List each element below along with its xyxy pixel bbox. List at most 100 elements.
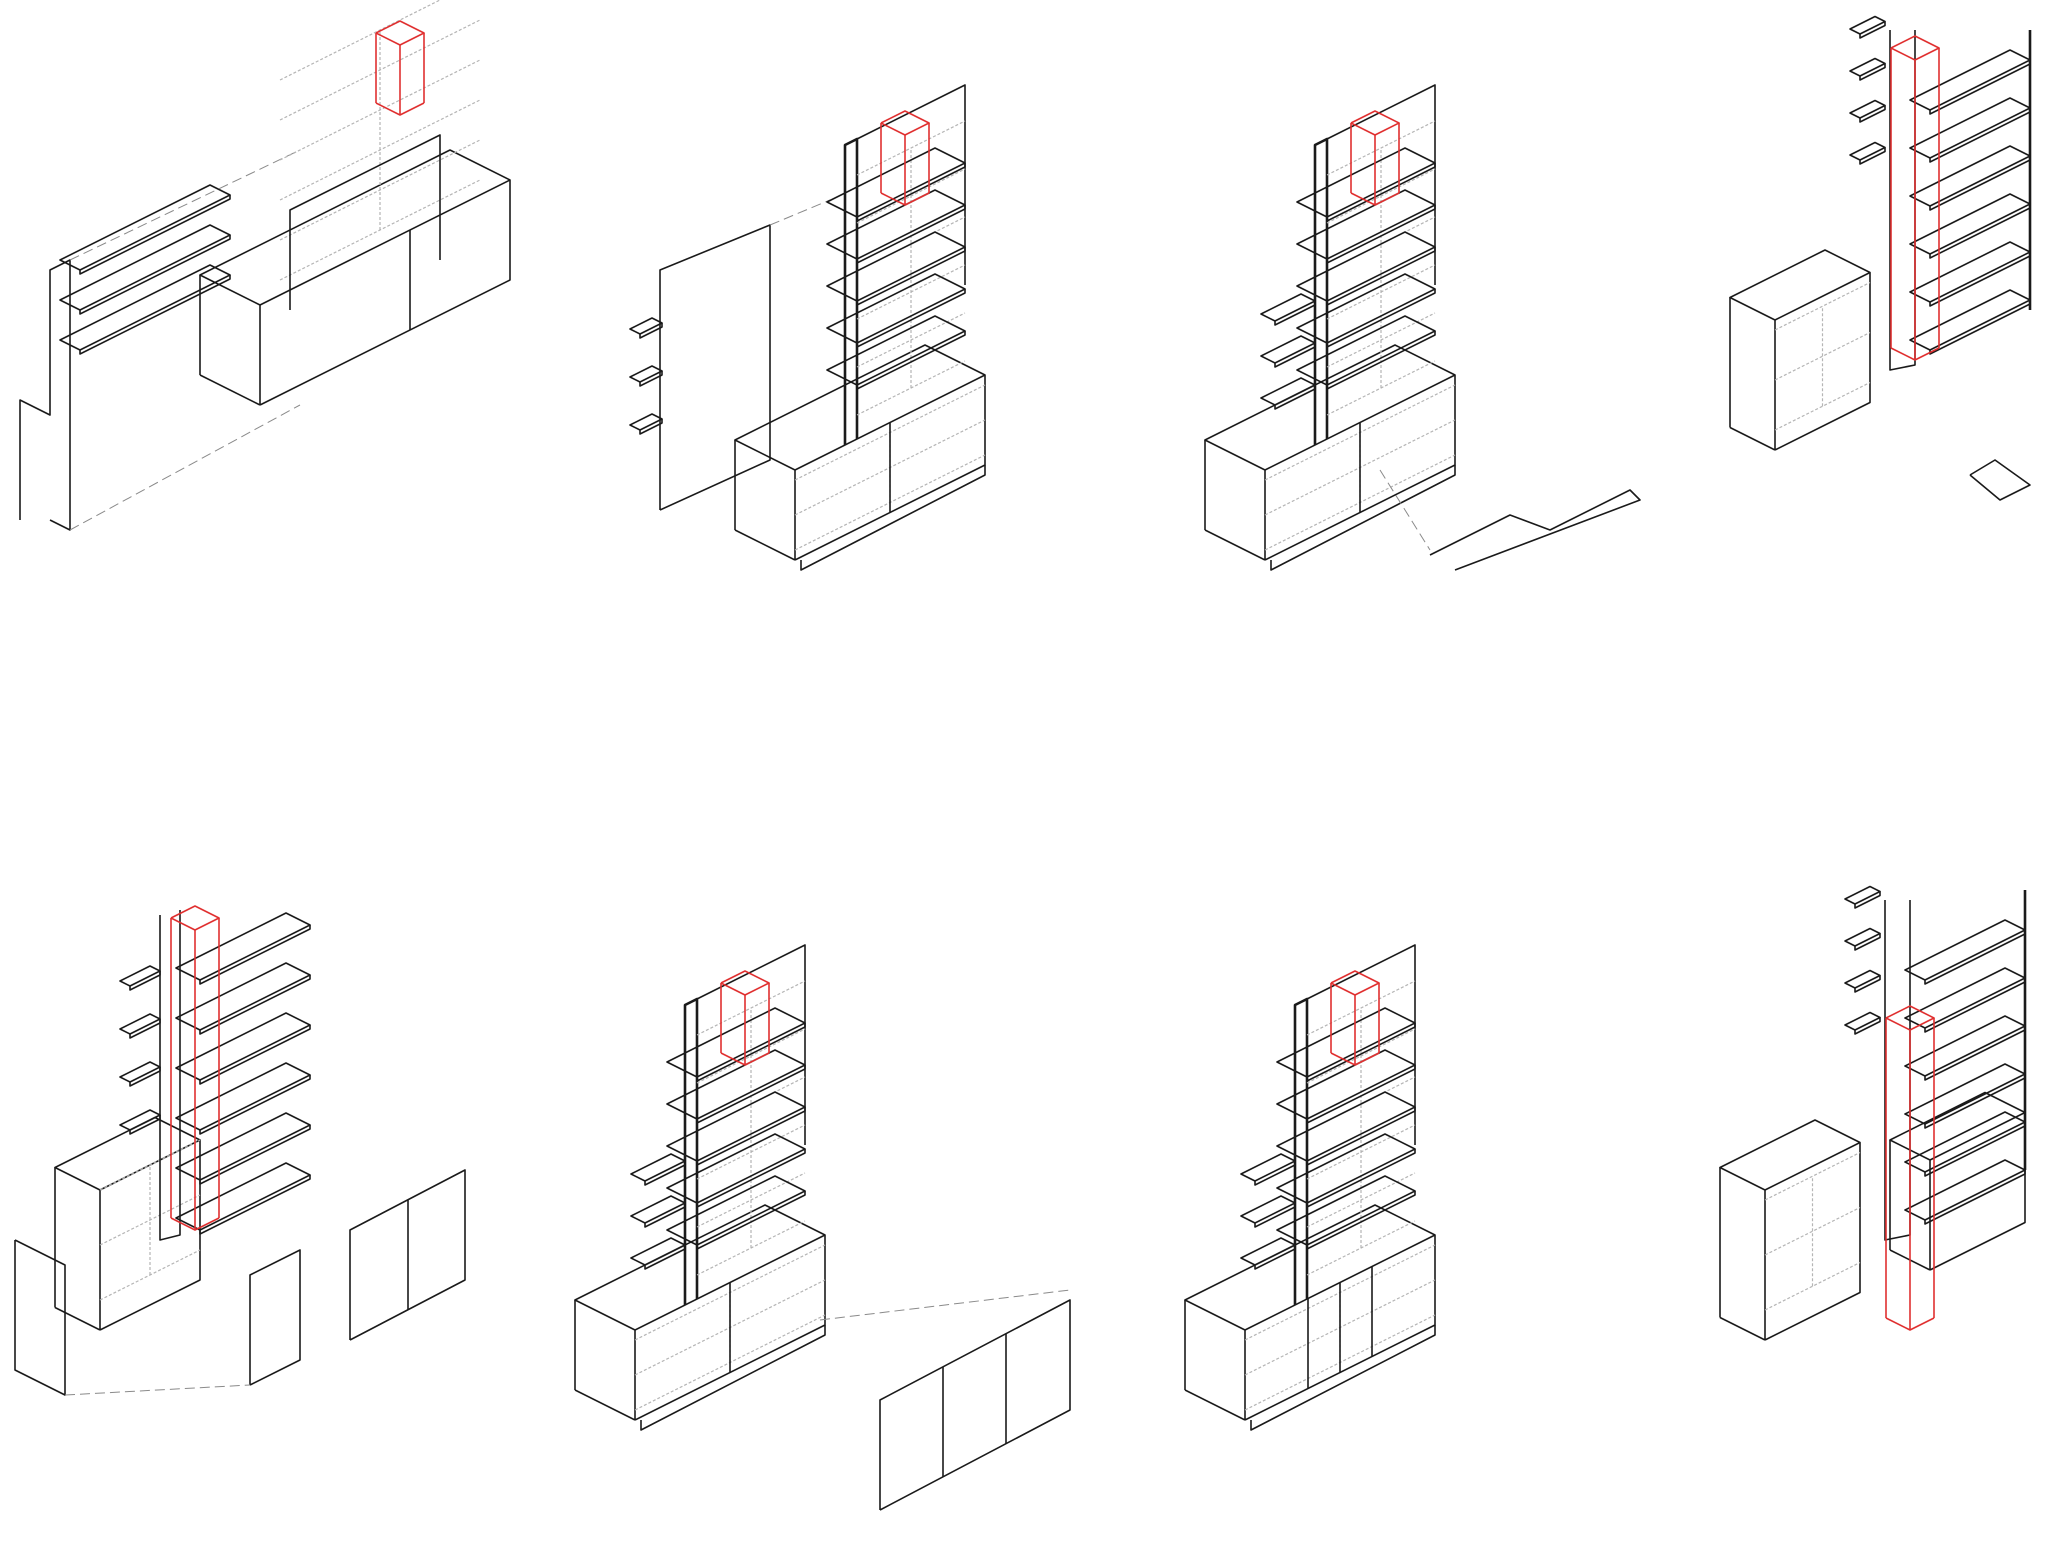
shelf-left bbox=[1849, 57, 1886, 77]
loose-plate bbox=[1969, 459, 2031, 501]
column-top bbox=[1890, 35, 1940, 61]
shelf-left bbox=[119, 1109, 161, 1131]
tall-side-panel bbox=[683, 997, 699, 1305]
shelf-thickness bbox=[1854, 1017, 1881, 1035]
assembly-drawing bbox=[1719, 885, 2027, 1341]
assembly-drawing bbox=[1729, 15, 2032, 501]
side-cabinet-internal bbox=[99, 1139, 201, 1191]
loose-door-pair bbox=[349, 1169, 466, 1341]
box-edge bbox=[1764, 1141, 1861, 1191]
shelf-right bbox=[175, 912, 311, 981]
side-cabinet-internal bbox=[1774, 281, 1871, 331]
shelf-right bbox=[1296, 189, 1436, 260]
box-edge bbox=[1719, 1316, 1766, 1341]
shelf-thickness bbox=[129, 1019, 161, 1039]
column-top bbox=[720, 970, 770, 996]
shelf-left bbox=[630, 1237, 686, 1266]
shelf-right bbox=[826, 315, 966, 386]
shelf-thickness bbox=[199, 1075, 311, 1135]
toe-kick bbox=[640, 1325, 826, 1431]
side-cabinet bbox=[54, 1116, 201, 1331]
shelf-right bbox=[1904, 919, 2026, 981]
shelf-thickness bbox=[1254, 1161, 1296, 1186]
assembly-guide bbox=[69, 404, 301, 531]
floating-shelf bbox=[59, 224, 231, 311]
box-outline bbox=[1204, 344, 1456, 561]
back-panel-edge bbox=[856, 84, 966, 285]
diagram-step-8 bbox=[1719, 870, 2045, 1390]
side-cabinet-internal bbox=[1774, 381, 1871, 431]
structural-column bbox=[1885, 1005, 1935, 1331]
loose-panel-shelf bbox=[629, 413, 663, 431]
shelf-thickness bbox=[1854, 933, 1881, 951]
loose-door bbox=[14, 1239, 66, 1396]
shelf-thickness bbox=[644, 1161, 686, 1186]
shelf-right bbox=[1904, 1015, 2026, 1077]
loose-panel-shelf bbox=[629, 317, 663, 335]
shelf-thickness bbox=[856, 205, 966, 264]
shelf-thickness bbox=[1854, 891, 1881, 909]
shelf-right bbox=[1296, 231, 1436, 302]
side-cabinet-internal bbox=[1764, 1261, 1861, 1311]
shelf-thickness bbox=[644, 1203, 686, 1228]
shelf-thickness bbox=[644, 1245, 686, 1270]
assembly-drawing bbox=[1204, 84, 1641, 571]
shelf-thickness bbox=[199, 1175, 311, 1235]
shelf-right bbox=[1276, 1091, 1416, 1162]
box-outline bbox=[734, 344, 986, 561]
shelf-right bbox=[175, 1162, 311, 1231]
assembly-drawing bbox=[1184, 944, 1436, 1431]
base-cabinet bbox=[199, 149, 511, 406]
diagram-step-1 bbox=[0, 0, 530, 700]
shelf-left bbox=[119, 965, 161, 987]
assembly-drawing bbox=[629, 84, 986, 571]
shelf-right bbox=[1904, 1159, 2026, 1221]
box-edge bbox=[574, 1389, 636, 1421]
diagram-step-6 bbox=[574, 900, 1080, 1520]
shelf-right bbox=[826, 189, 966, 260]
shelf-thickness bbox=[856, 247, 966, 306]
shelf-thickness bbox=[856, 289, 966, 348]
right-cabinet bbox=[1889, 1091, 2026, 1271]
shelf-left bbox=[630, 1153, 686, 1182]
shelf-left bbox=[1260, 377, 1316, 406]
loose-door bbox=[249, 1249, 301, 1386]
shelf-thickness bbox=[1274, 343, 1316, 368]
shelf-left bbox=[1849, 99, 1886, 119]
structural-column bbox=[170, 905, 220, 1231]
box-edge bbox=[1204, 529, 1266, 561]
shelf-left bbox=[1849, 141, 1886, 161]
shelf-thickness bbox=[696, 1065, 806, 1124]
base-cabinet bbox=[1184, 1204, 1436, 1421]
structural-column bbox=[1350, 110, 1400, 206]
shelf-thickness bbox=[199, 1025, 311, 1085]
shelf-right bbox=[1909, 97, 2031, 159]
shelf-left bbox=[119, 1061, 161, 1083]
shelf-right bbox=[1296, 273, 1436, 344]
assembly-drawing bbox=[19, 0, 511, 531]
shelf-right bbox=[175, 1112, 311, 1181]
shelf-thickness bbox=[856, 163, 966, 222]
shelf-right bbox=[1904, 967, 2026, 1029]
shelf-thickness bbox=[1326, 205, 1436, 264]
base-cabinet bbox=[1204, 344, 1456, 561]
shelf-left bbox=[1240, 1237, 1296, 1266]
box-edge bbox=[199, 374, 261, 406]
column-top bbox=[1350, 110, 1400, 136]
shelf-thickness bbox=[1326, 331, 1436, 390]
loose-panel bbox=[659, 224, 771, 511]
box-edge bbox=[1929, 1111, 2026, 1161]
shelf-right bbox=[175, 962, 311, 1031]
box-edge bbox=[794, 374, 986, 471]
shelf-thickness bbox=[1274, 301, 1316, 326]
tall-side-panel bbox=[843, 137, 859, 445]
column-top bbox=[880, 110, 930, 136]
tall-back-panel bbox=[289, 134, 441, 310]
shelf-thickness bbox=[1854, 975, 1881, 993]
toe-kick bbox=[1270, 465, 1456, 571]
shelf-right bbox=[1276, 1007, 1416, 1078]
side-cabinet-internal bbox=[1774, 331, 1871, 381]
shelf-right bbox=[1276, 1049, 1416, 1120]
assembly-guide bbox=[1379, 469, 1431, 551]
shelf-right bbox=[666, 1007, 806, 1078]
